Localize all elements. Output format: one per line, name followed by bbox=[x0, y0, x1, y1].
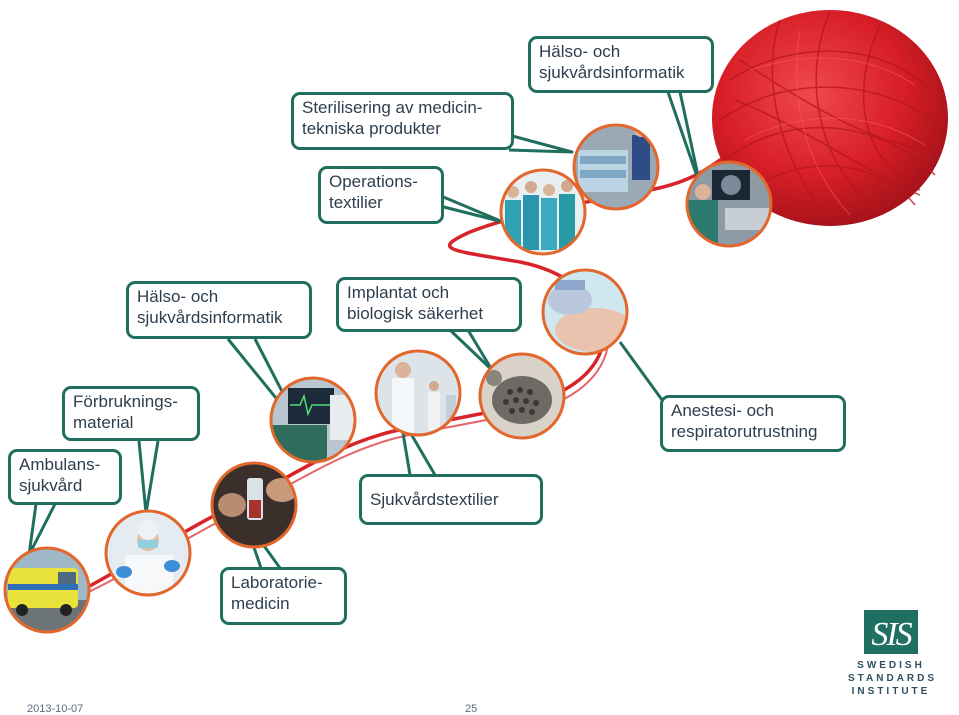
photo-surgical-team bbox=[499, 168, 587, 256]
photo-xray-monitor bbox=[685, 160, 773, 248]
sis-logo-line-3: INSTITUTE bbox=[851, 686, 931, 697]
photo-ambulance bbox=[3, 546, 91, 634]
callout-operationstextilier: Operations- textilier bbox=[318, 166, 444, 224]
footer-page-number: 25 bbox=[465, 703, 478, 715]
photo-lab-technician bbox=[104, 509, 192, 597]
sis-logo-line-2: STANDARDS bbox=[848, 673, 938, 684]
sis-logo-mark-text: SIS bbox=[871, 616, 912, 653]
photo-anaesthesia-mask bbox=[541, 268, 629, 356]
callout-forbrukningsmaterial: Förbruknings- material bbox=[62, 386, 200, 441]
sis-logo-mark: SIS bbox=[871, 616, 914, 653]
callout-ambulanssjukvard: Ambulans- sjukvård bbox=[8, 449, 122, 505]
footer-date: 2013-10-07 bbox=[27, 703, 84, 715]
photo-sterilisation-cart bbox=[572, 123, 660, 211]
sis-logo-mark-box bbox=[864, 610, 918, 654]
callout-sterilisering: Sterilisering av medicin- tekniska produ… bbox=[291, 92, 514, 150]
callout-implantat: Implantat och biologisk säkerhet bbox=[336, 277, 522, 332]
photo-laboratory-sample bbox=[210, 461, 298, 549]
callout-anestesi: Anestesi- och respiratorutrustning bbox=[660, 395, 846, 452]
sis-logo: SIS SWEDISH STANDARDS INSTITUTE bbox=[848, 610, 934, 702]
callout-sjukvardstextilier: Sjukvårdstextilier bbox=[359, 474, 543, 525]
yarn-ball bbox=[712, 10, 948, 226]
callout-laboratoriemedicin: Laboratorie- medicin bbox=[220, 567, 347, 625]
photo-hospital-staff bbox=[374, 349, 462, 437]
sis-logo-line-1: SWEDISH bbox=[857, 660, 925, 671]
callout-halso-sjukvardsinformatik-top: Hälso- och sjukvårdsinformatik bbox=[528, 36, 714, 93]
photo-implant bbox=[478, 352, 566, 440]
callout-halso-sjukvardsinformatik-mid: Hälso- och sjukvårdsinformatik bbox=[126, 281, 312, 339]
photo-patient-monitor bbox=[269, 376, 357, 464]
